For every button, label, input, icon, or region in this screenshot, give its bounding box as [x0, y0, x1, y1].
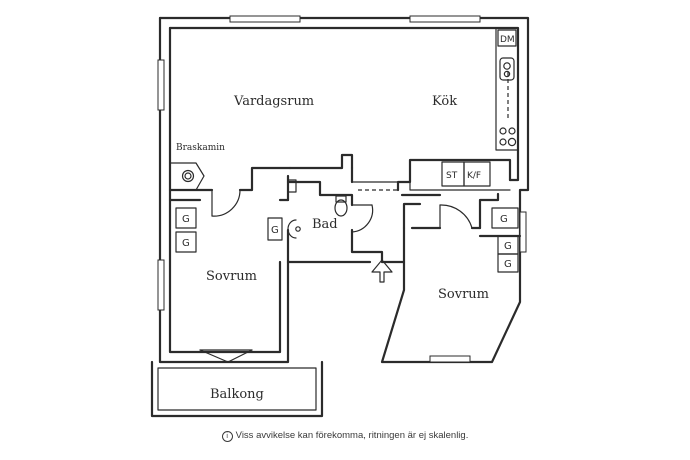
stove-icon [499, 127, 517, 147]
fireplace-icon [181, 169, 195, 183]
entrance-arrow-icon [371, 259, 393, 283]
windows [157, 15, 527, 363]
disclaimer-text: Viss avvikelse kan förekomma, ritningen … [235, 430, 469, 441]
wardrobes: G G G G G G [175, 207, 519, 273]
wardrobe-label: G [271, 225, 279, 236]
dishwasher-label: DM [500, 35, 515, 45]
wardrobe-label: G [504, 241, 512, 252]
shower-icon [287, 219, 297, 239]
dashed-lines [358, 72, 509, 191]
toilet-icon [335, 195, 347, 203]
fireplace [169, 162, 205, 191]
balcony-outline [150, 360, 324, 418]
wardrobe-label: G [182, 238, 190, 249]
fridge-freezer-label: K/F [467, 171, 481, 181]
room-label-balcony: Balkong [210, 387, 264, 402]
room-label-kitchen: Kök [432, 94, 457, 109]
kitchen-fixtures: DM ST K/F [441, 27, 519, 187]
room-label-bath: Bad [312, 217, 338, 232]
bath-fixtures [287, 179, 348, 239]
room-label-bedroom-left: Sovrum [206, 269, 257, 284]
sink-icon [499, 57, 515, 81]
room-label-bedroom-right: Sovrum [438, 287, 489, 302]
info-icon: i [221, 431, 233, 442]
wardrobe-label: G [504, 259, 512, 270]
interior-walls [168, 153, 522, 264]
wardrobe-label: G [500, 214, 508, 225]
doors [199, 189, 473, 363]
fireplace-label: Braskamin [176, 143, 225, 153]
wardrobe-label: G [182, 214, 190, 225]
storage-label: ST [446, 171, 458, 181]
room-label-living: Vardagsrum [233, 94, 314, 109]
